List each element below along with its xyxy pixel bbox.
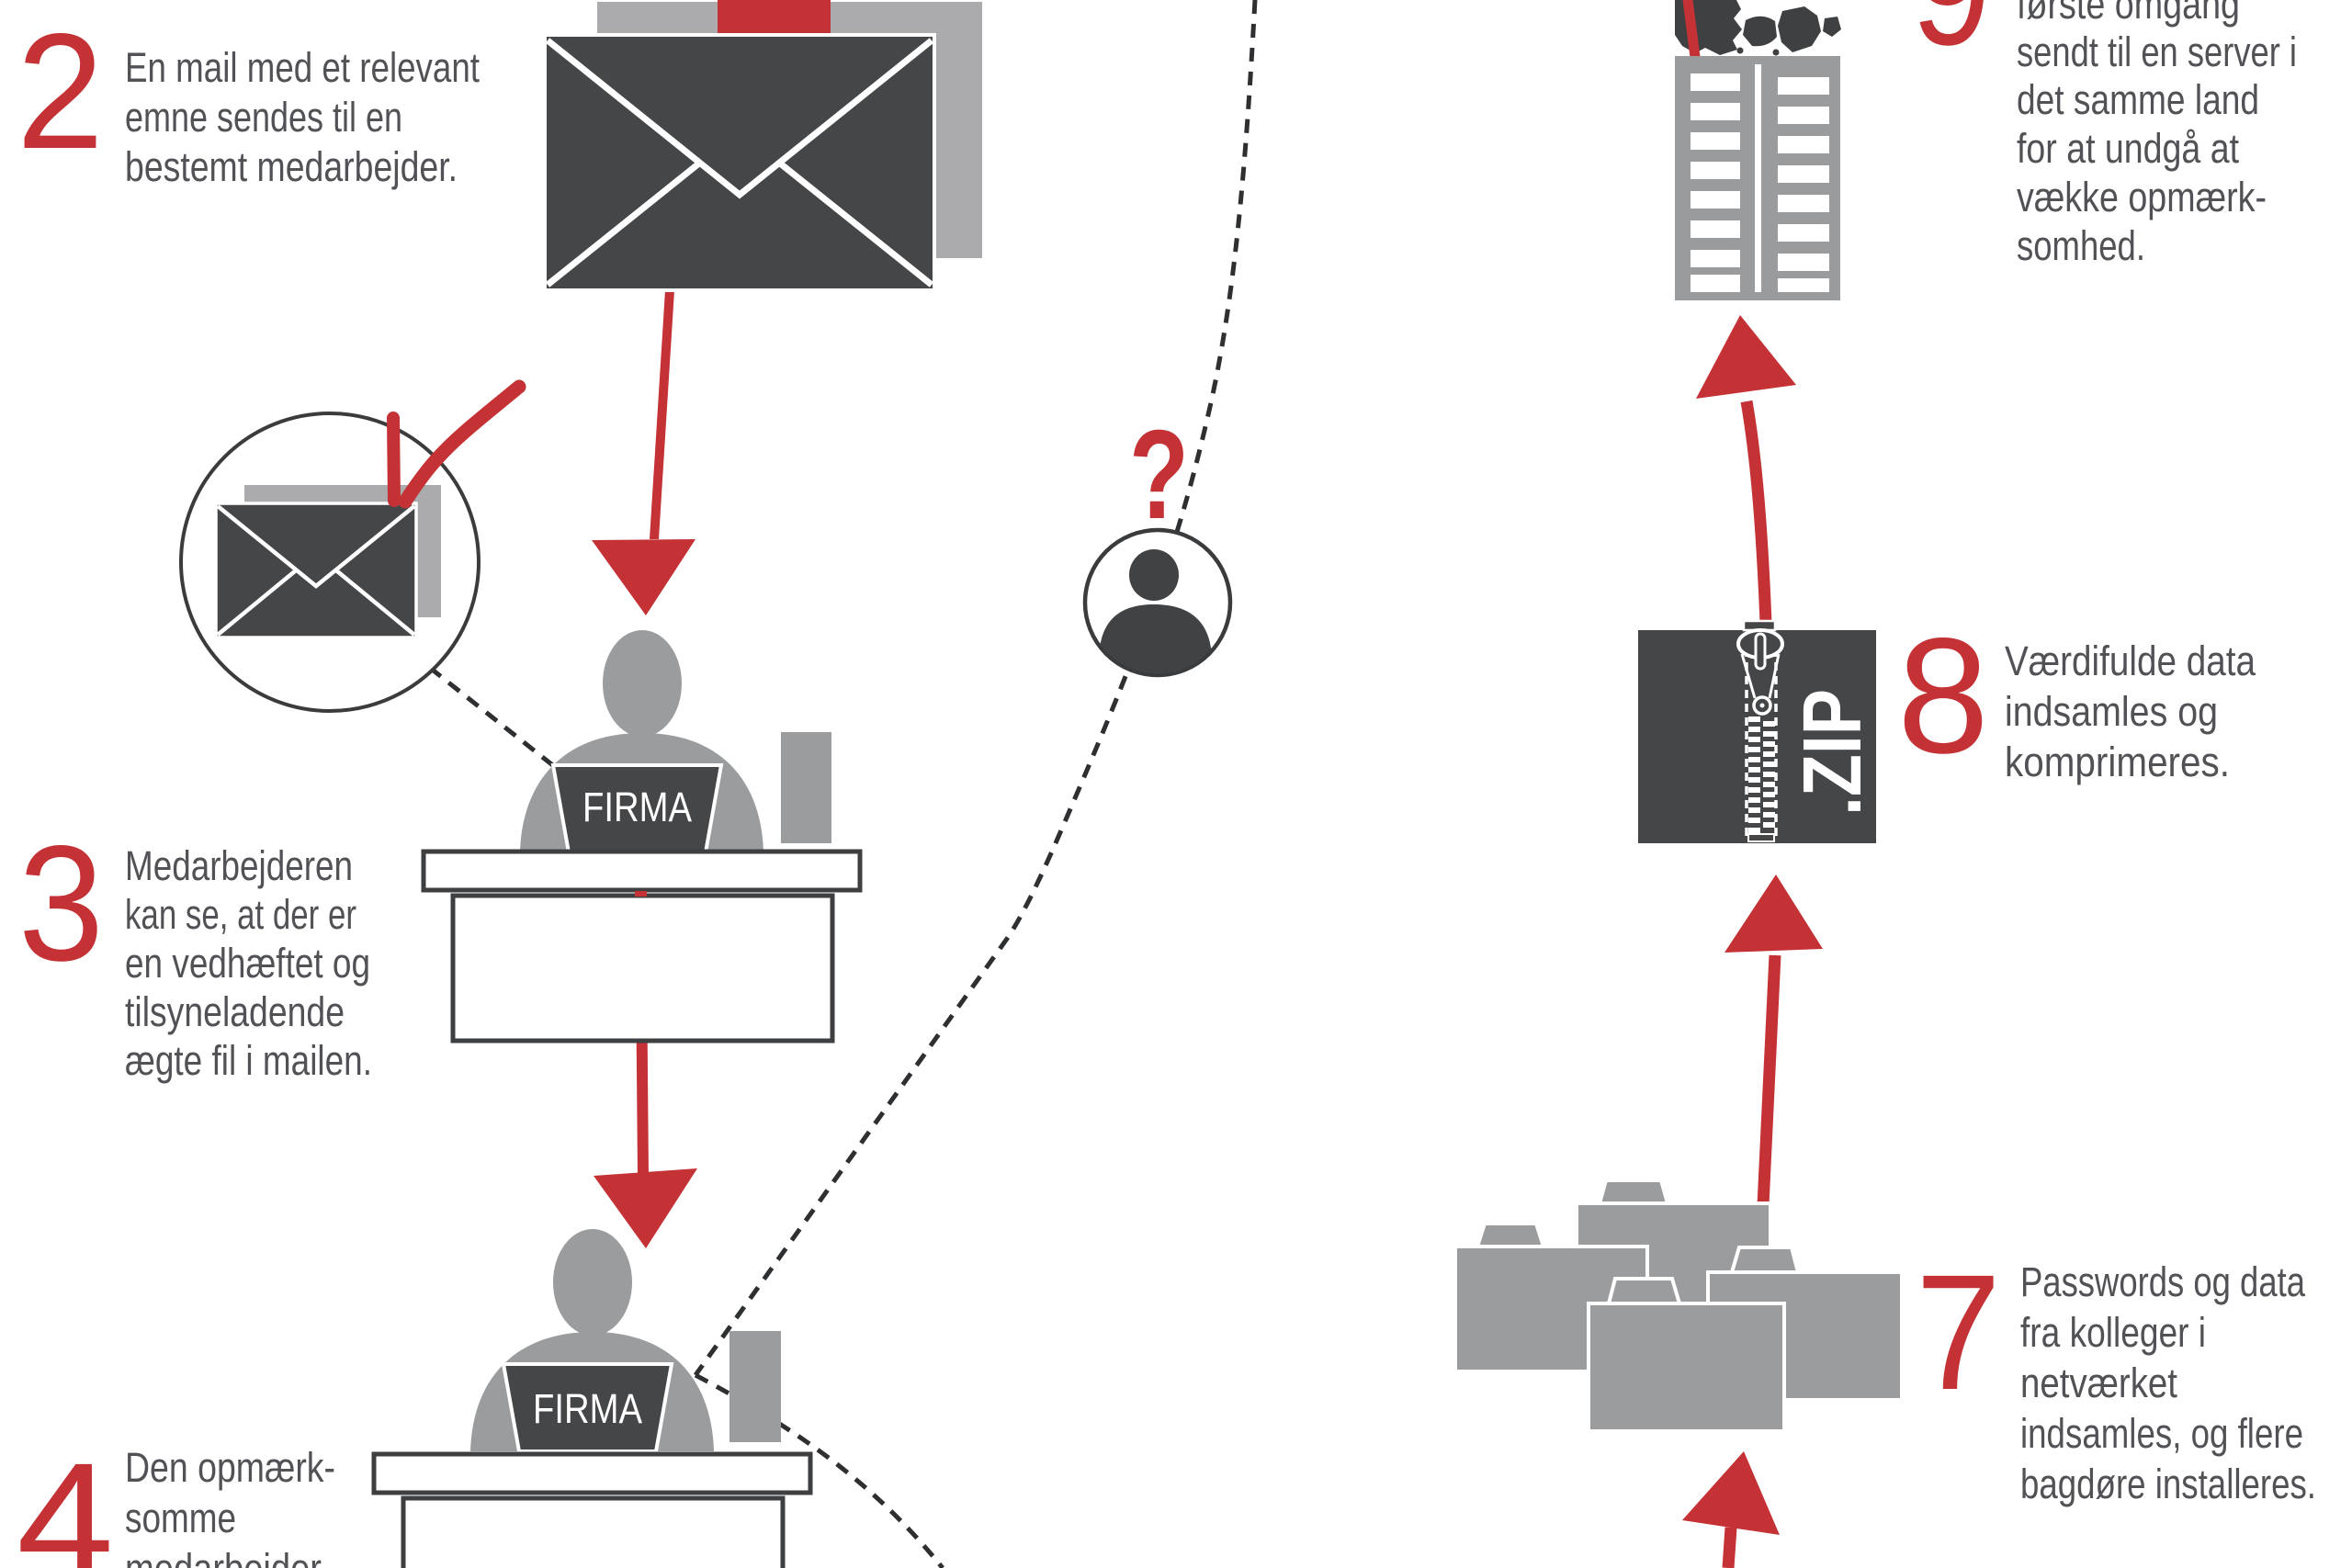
svg-text:for at undgå at: for at undgå at — [2017, 125, 2239, 172]
svg-text:fra kolleger i: fra kolleger i — [2020, 1309, 2206, 1356]
svg-text:indsamles, og flere: indsamles, og flere — [2020, 1410, 2303, 1457]
svg-text:første omgang: første omgang — [2017, 0, 2240, 28]
svg-text:netværket: netværket — [2020, 1359, 2177, 1406]
svg-text:medarbejder: medarbejder — [125, 1545, 322, 1568]
svg-text:FIRMA: FIRMA — [582, 784, 692, 830]
svg-text:Den opmærk-: Den opmærk- — [125, 1444, 335, 1491]
svg-text:komprimeres.: komprimeres. — [2005, 739, 2230, 785]
svg-text:indsamles og: indsamles og — [2005, 688, 2218, 735]
svg-text:.ZIP: .ZIP — [1787, 689, 1879, 816]
svg-text:en vedhæftet og: en vedhæftet og — [125, 940, 370, 987]
svg-text:somhed.: somhed. — [2017, 222, 2145, 269]
svg-text:kan se, at der er: kan se, at der er — [125, 891, 356, 938]
svg-text:det samme land: det samme land — [2017, 76, 2259, 123]
svg-text:En mail med et relevant: En mail med et relevant — [125, 44, 480, 91]
svg-text:emne sendes til en: emne sendes til en — [125, 94, 402, 141]
svg-text:sendt til en server i: sendt til en server i — [2017, 28, 2297, 75]
svg-text:bestemt medarbejder.: bestemt medarbejder. — [125, 143, 458, 190]
svg-text:Medarbejderen: Medarbejderen — [125, 842, 353, 889]
svg-text:vække opmærk-: vække opmærk- — [2017, 174, 2267, 220]
svg-text:?: ? — [1129, 404, 1189, 546]
svg-text:somme: somme — [125, 1495, 236, 1541]
svg-text:9: 9 — [1911, 0, 1991, 79]
svg-text:3: 3 — [18, 811, 104, 995]
svg-text:Værdifulde data: Værdifulde data — [2005, 637, 2256, 684]
svg-text:tilsyneladende: tilsyneladende — [125, 988, 345, 1035]
svg-text:bagdøre installeres.: bagdøre installeres. — [2020, 1461, 2316, 1507]
svg-text:Passwords og data: Passwords og data — [2020, 1258, 2306, 1305]
svg-text:2: 2 — [17, 0, 104, 183]
svg-text:FIRMA: FIRMA — [533, 1385, 642, 1432]
svg-text:8: 8 — [1897, 604, 1989, 787]
svg-text:ægte fil i mailen.: ægte fil i mailen. — [125, 1037, 372, 1084]
svg-text:4: 4 — [17, 1428, 114, 1568]
svg-text:7: 7 — [1916, 1240, 2001, 1424]
